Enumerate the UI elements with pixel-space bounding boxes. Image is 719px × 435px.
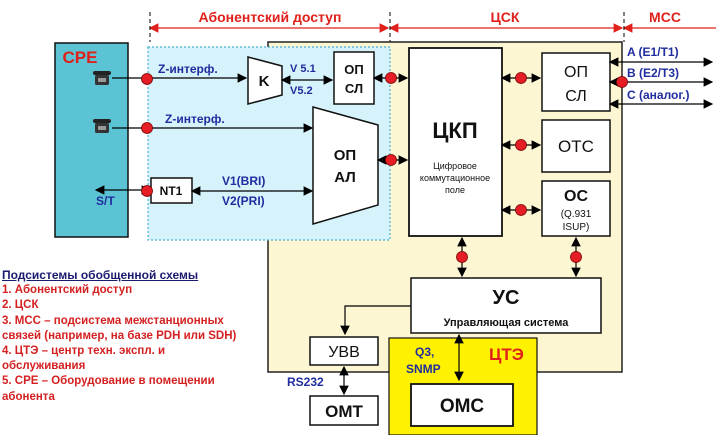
legend-item: 3. МСС – подсистема межстанционных bbox=[2, 314, 224, 327]
us-title: УС bbox=[493, 287, 520, 309]
snmp-label: SNMP bbox=[406, 362, 441, 376]
us-block bbox=[410, 277, 602, 334]
ots-label: ОТС bbox=[558, 137, 594, 156]
header-brackets bbox=[148, 12, 716, 42]
os-title: ОС bbox=[564, 188, 588, 205]
cte-label: ЦТЭ bbox=[489, 345, 524, 364]
uvv-label: УВВ bbox=[328, 344, 360, 361]
op-al-line2: АЛ bbox=[334, 169, 356, 186]
header-csk: ЦСК bbox=[491, 9, 520, 25]
concentrator-k bbox=[247, 56, 283, 105]
q3-label: Q3, bbox=[415, 345, 434, 359]
node-dot bbox=[456, 251, 468, 263]
node-dot bbox=[385, 154, 397, 166]
mss-output-b: B (E2/T3) bbox=[627, 66, 679, 80]
legend-item: 2. ЦСК bbox=[2, 299, 39, 312]
k-label: K bbox=[259, 73, 270, 90]
node-dot bbox=[141, 122, 153, 134]
legend-item: абонента bbox=[2, 390, 55, 403]
legend-item: связей (например, на базе PDH или SDH) bbox=[2, 329, 237, 342]
op-sl-right-line1: ОП bbox=[564, 64, 588, 81]
op-sl-left-line1: ОП bbox=[344, 62, 363, 77]
phone-icon bbox=[93, 119, 111, 133]
connection-nodes bbox=[141, 72, 628, 263]
node-dot bbox=[141, 73, 153, 85]
node-dot bbox=[570, 251, 582, 263]
os-desc-2: ISUP) bbox=[563, 222, 590, 233]
v51-label: V 5.1 bbox=[290, 63, 316, 75]
us-desc: Управляющая система bbox=[444, 317, 570, 329]
op-sl-right-line2: СЛ bbox=[565, 88, 587, 105]
v1-label: V1(BRI) bbox=[222, 174, 265, 188]
ots-block bbox=[541, 119, 611, 173]
omt-block bbox=[309, 395, 379, 426]
header-mss: МСС bbox=[649, 9, 681, 25]
ckp-desc-2: коммутационное bbox=[420, 173, 490, 183]
op-al-line1: ОП bbox=[334, 147, 356, 164]
op-sl-left-line2: СЛ bbox=[345, 81, 363, 96]
op-sl-left bbox=[333, 51, 375, 105]
omc-label: ОМС bbox=[440, 396, 485, 417]
st-label: S/T bbox=[96, 194, 115, 208]
ckp-desc-1: Цифровое bbox=[433, 161, 477, 171]
uvv-block bbox=[309, 336, 379, 366]
z-interface-label-1: Z-интерф. bbox=[158, 62, 218, 76]
node-dot bbox=[385, 72, 397, 84]
legend-item: обслуживания bbox=[2, 360, 86, 373]
cpe-label: CPE bbox=[63, 48, 98, 67]
omt-label: ОМТ bbox=[325, 402, 363, 421]
node-dot bbox=[515, 139, 527, 151]
ckp-desc-3: поле bbox=[445, 185, 465, 195]
v52-label: V5.2 bbox=[290, 85, 313, 97]
rs232-label: RS232 bbox=[287, 375, 324, 389]
node-dot bbox=[515, 204, 527, 216]
legend: Подсистемы обобщенной схемы 1. Абонентск… bbox=[2, 268, 272, 405]
legend-item: 5. CPE – Оборудование в помещении bbox=[2, 375, 215, 388]
cpe-area bbox=[54, 42, 129, 238]
v2-label: V2(PRI) bbox=[222, 194, 265, 208]
ckp-title: ЦКП bbox=[432, 118, 477, 143]
node-dot bbox=[141, 185, 153, 197]
ckp-block bbox=[408, 47, 503, 237]
legend-item: 1. Абонентский доступ bbox=[2, 284, 133, 297]
mss-output-a: A (E1/T1) bbox=[627, 45, 679, 59]
os-block bbox=[541, 180, 611, 237]
node-dot bbox=[616, 76, 628, 88]
legend-item: 4. ЦТЭ – центр техн. экспл. и bbox=[2, 345, 166, 358]
legend-title: Подсистемы обобщенной схемы bbox=[2, 268, 199, 282]
os-desc-1: (Q.931 bbox=[561, 209, 592, 220]
node-dot bbox=[515, 72, 527, 84]
header-abonent-access: Абонентский доступ bbox=[199, 9, 342, 25]
phone-icon bbox=[93, 71, 111, 85]
op-al-block bbox=[312, 106, 379, 226]
nt1-label: NT1 bbox=[160, 184, 183, 198]
mss-output-c: C (аналог.) bbox=[627, 88, 690, 102]
omc-block bbox=[410, 383, 514, 427]
z-interface-label-2: Z-интерф. bbox=[165, 112, 225, 126]
op-sl-right bbox=[541, 52, 611, 112]
